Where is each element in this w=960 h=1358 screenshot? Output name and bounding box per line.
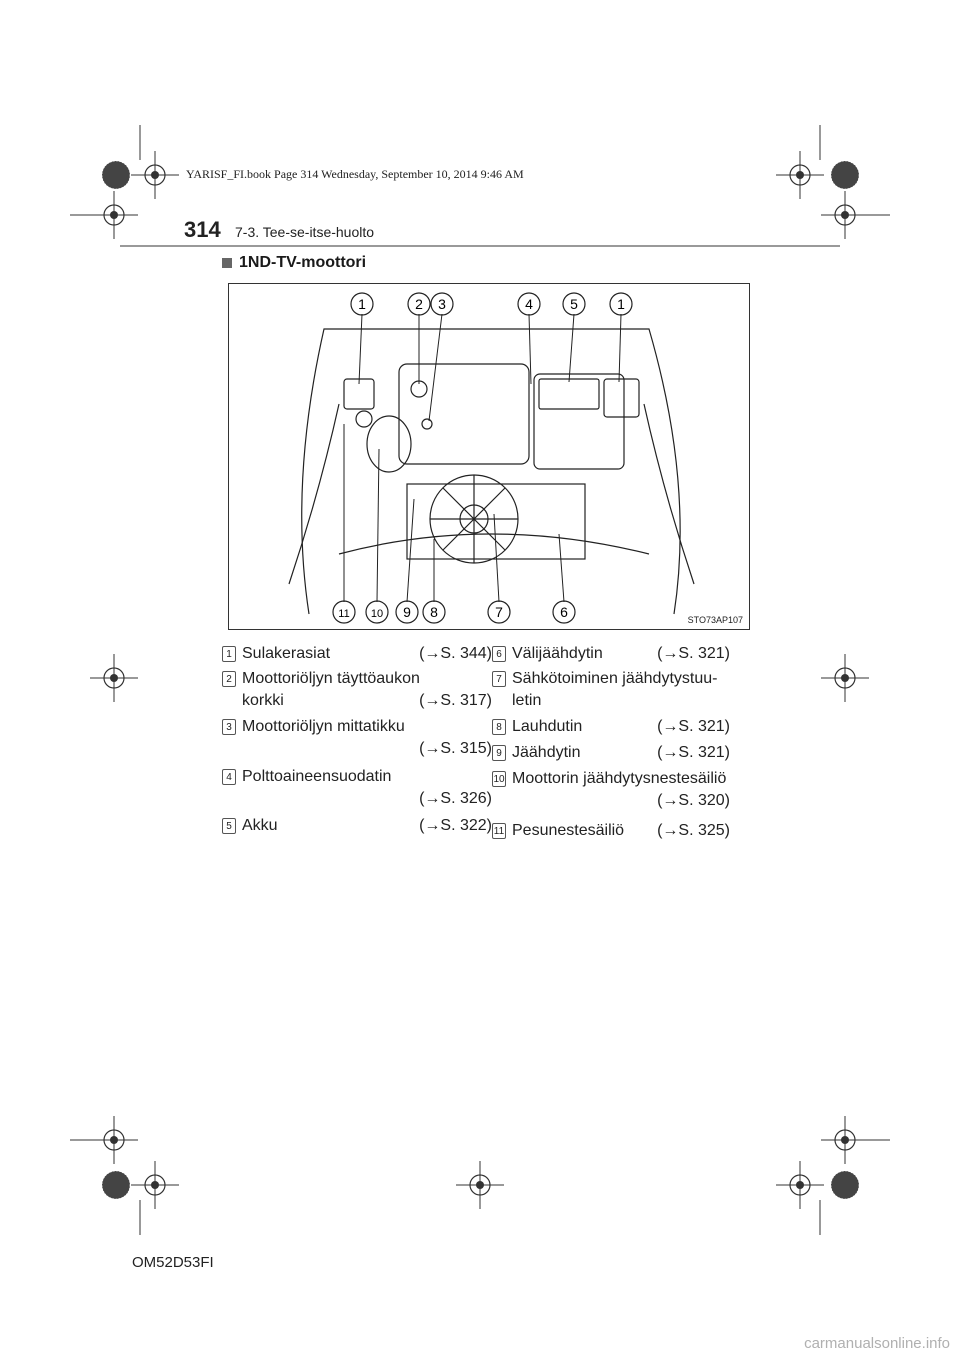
page-reference: (→S. 326) [419,790,492,807]
page-number: 314 [184,217,221,242]
legend-label: Sulakerasiat [242,645,331,662]
legend-label: Sähkötoiminen jäähdytystuu- [512,670,718,687]
legend-item: 11 Pesunestesäiliö (→S. 325) [492,820,730,842]
subheading-text: 1ND-TV-moottori [239,254,367,271]
callouts-bottom: 11 10 9 8 7 6 [332,600,576,624]
callout-number: 10 [371,608,383,620]
section-title: 7-3. Tee-se-itse-huolto [235,224,375,240]
callout-number: 8 [430,604,438,620]
legend-label: Välijäähdytin [512,645,603,662]
callout-number: 7 [495,604,503,620]
book-info: YARISF_FI.book Page 314 Wednesday, Septe… [186,167,524,181]
legend-item: 9 Jäähdytin (→S. 321) [492,742,730,764]
legend-item: 2 Moottoriöljyn täyttöaukon korkki (→S. 3… [222,668,492,712]
page-reference: (→S. 317) [419,692,492,709]
square-bullet-icon [222,258,232,268]
subheading: 1ND-TV-moottori [222,254,366,272]
legend-number: 2 [222,671,236,687]
legend-item: 10 Moottorin jäähdytysnestesäiliö (→S. 3… [492,768,730,812]
legend-label: Lauhdutin [512,718,583,735]
page-reference: (→S. 321) [657,718,730,735]
legend-label-cont: korkki [242,692,284,709]
legend-label: Jäähdytin [512,744,581,761]
legend-number: 11 [492,823,506,839]
page-reference: (→S. 322) [419,817,492,834]
callout-number: 5 [570,296,578,312]
legend-label-cont: letin [512,692,542,709]
callout-number: 1 [358,296,366,312]
watermark: carmanualsonline.info [804,1335,950,1352]
legend-number: 1 [222,646,236,662]
page-reference: (→S. 325) [657,822,730,839]
legend-label: Moottorin jäähdytysnestesäiliö [512,770,727,787]
callout-number: 2 [415,296,423,312]
page-reference: (→S. 321) [657,645,730,662]
page-reference: (→S. 344) [419,645,492,662]
legend-label: Moottoriöljyn täyttöaukon [242,670,420,687]
legend-number: 9 [492,745,506,761]
legend-number: 6 [492,646,506,662]
legend-item: 8 Lauhdutin (→S. 321) [492,716,730,738]
legend-label: Akku [242,817,278,834]
legend-number: 10 [492,771,506,787]
legend-number: 5 [222,818,236,834]
legend-item: 4 Polttoaineensuodatin (→S. 326) [222,766,492,810]
page-reference: (→S. 321) [657,744,730,761]
callout-number: 1 [617,296,625,312]
header-rule [120,245,840,247]
legend-item: 1 Sulakerasiat (→S. 344) [222,643,492,665]
legend-item: 7 Sähkötoiminen jäähdytystuu- letin [492,668,730,712]
legend-number: 3 [222,719,236,735]
callout-number: 6 [560,604,568,620]
legend-label: Moottoriöljyn mittatikku [242,718,405,735]
figure-code: STO73AP107 [687,615,743,625]
footer-code: OM52D53FI [132,1254,214,1271]
callout-number: 11 [338,608,349,620]
callout-number: 3 [438,296,446,312]
legend-item: 5 Akku (→S. 322) [222,815,492,837]
page-reference: (→S. 320) [657,792,730,809]
legend-item: 3 Moottoriöljyn mittatikku (→S. 315) [222,716,492,760]
legend-item: 6 Välijäähdytin (→S. 321) [492,643,730,665]
legend-number: 7 [492,671,506,687]
page-reference: (→S. 315) [419,740,492,757]
legend-number: 4 [222,769,236,785]
callout-number: 9 [403,604,411,620]
legend-label: Pesunestesäiliö [512,822,625,839]
legend-number: 8 [492,719,506,735]
legend-label: Polttoaineensuodatin [242,768,392,785]
callout-number: 4 [525,296,533,312]
